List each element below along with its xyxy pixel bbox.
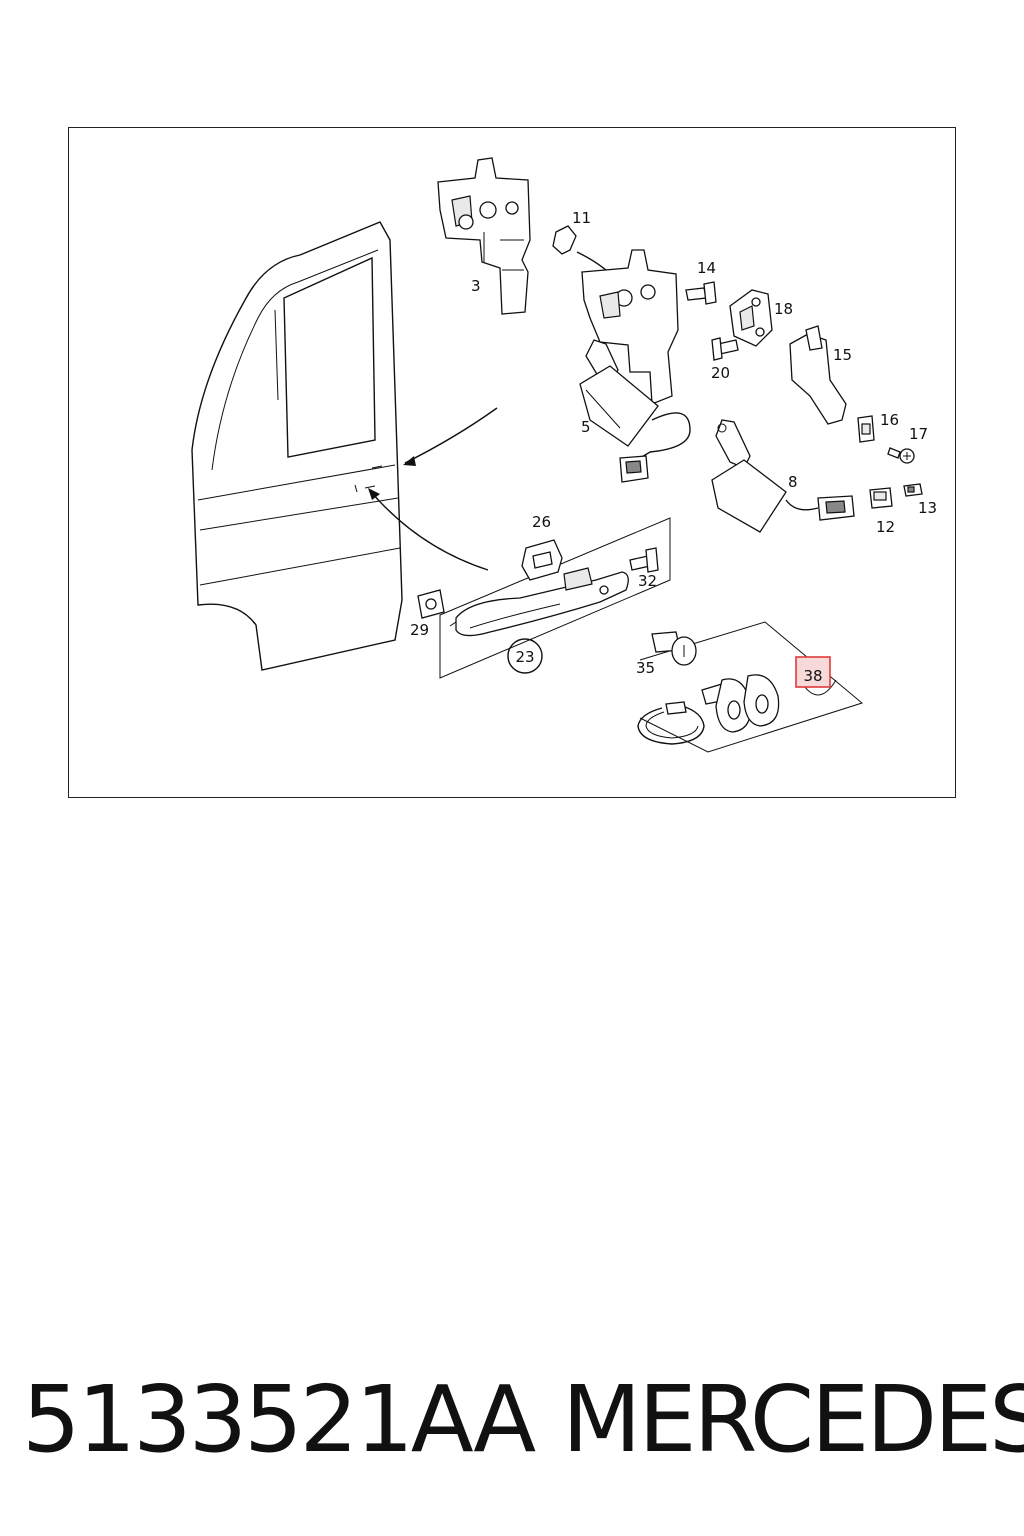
callout-38-highlight-box [795,656,831,688]
callout-3: 3 [471,277,481,295]
callout-29: 29 [410,621,429,639]
bracket-part-15 [789,325,847,425]
nut-part-16 [857,415,875,443]
callout-13: 13 [918,499,937,517]
callout-16: 16 [880,411,899,429]
screw-part-14 [685,281,717,305]
part-number: 5133521AA [22,1366,536,1473]
connector-part-13 [903,483,923,497]
callout-20: 20 [711,364,730,382]
diagram-frame [68,127,956,798]
handle-group-frame [439,517,671,679]
callout-14: 14 [697,259,716,277]
door-lock-part-3 [437,157,531,315]
callout-15: 15 [833,346,852,364]
screw-part-20 [711,337,739,361]
cylinder-part-35 [651,631,697,666]
arrow-handle-to-door [368,488,489,571]
callout-38: 38 [803,667,822,685]
actuator-part-8 [711,419,855,533]
callout-26: 26 [532,513,551,531]
clip-part-11 [552,225,624,289]
callout-32: 32 [638,572,657,590]
gasket-part-26 [521,539,563,581]
callout-12: 12 [876,518,895,536]
connector-part-12 [869,487,893,509]
screw-part-17 [887,447,915,464]
brand-name: MERCEDES [562,1366,1024,1473]
door-lock-part-5 [579,249,691,483]
screw-part-32 [629,547,659,573]
outer-handle-part-23 [449,567,629,637]
cylinder-group-frame [639,621,864,753]
callout-5: 5 [581,418,591,436]
callout-17: 17 [909,425,928,443]
footer-caption: 5133521AA MERCEDES [22,1365,1024,1475]
callout-18: 18 [774,300,793,318]
callout-11: 11 [572,209,591,227]
callout-23-circle [507,638,543,674]
clamp-ring [637,701,705,745]
callout-8: 8 [788,473,798,491]
callout-23: 23 [515,648,534,666]
callout-35: 35 [636,659,655,677]
striker-part-18 [729,289,773,347]
cap-part-29 [417,589,445,619]
door-panel [191,221,403,671]
arrow-lock-to-door [403,407,498,466]
key-set [701,674,780,733]
